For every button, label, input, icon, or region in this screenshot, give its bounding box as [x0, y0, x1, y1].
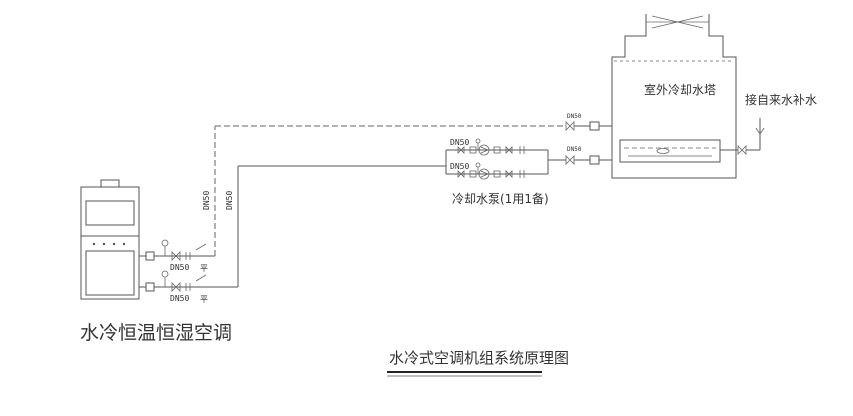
dn50-tower-upper: DN50 — [567, 113, 582, 120]
dn50-pump-lower: DN50 — [450, 162, 469, 171]
dn50-unit-upper: DN50 — [170, 263, 189, 272]
tower-inlet-lower — [565, 155, 612, 165]
gauge-mark-upper: 平 — [200, 264, 208, 273]
dn50-riser-right: DN50 — [225, 191, 234, 210]
dn50-pump-upper: DN50 — [450, 138, 469, 147]
unit-pipe-lower — [139, 270, 238, 292]
unit-pipe-upper — [139, 239, 215, 261]
dn50-tower-lower: DN50 — [567, 146, 582, 153]
dn50-unit-lower: DN50 — [170, 294, 189, 303]
pump-label: 冷却水泵(1用1备) — [452, 192, 549, 206]
tower-inlet-upper — [565, 121, 612, 131]
unit-label: 水冷恒温恒湿空调 — [80, 322, 232, 344]
dn50-riser-left: DN50 — [202, 191, 211, 210]
gauge-mark-lower: 平 — [200, 295, 208, 304]
tower-label: 室外冷却水塔 — [644, 82, 716, 97]
cooling-tower — [611, 14, 765, 179]
makeup-water-label: 接自来水补水 — [745, 92, 817, 107]
ac-unit — [80, 179, 140, 300]
pump-group — [445, 138, 566, 180]
diagram-title: 水冷式空调机组系统原理图 — [389, 349, 569, 367]
